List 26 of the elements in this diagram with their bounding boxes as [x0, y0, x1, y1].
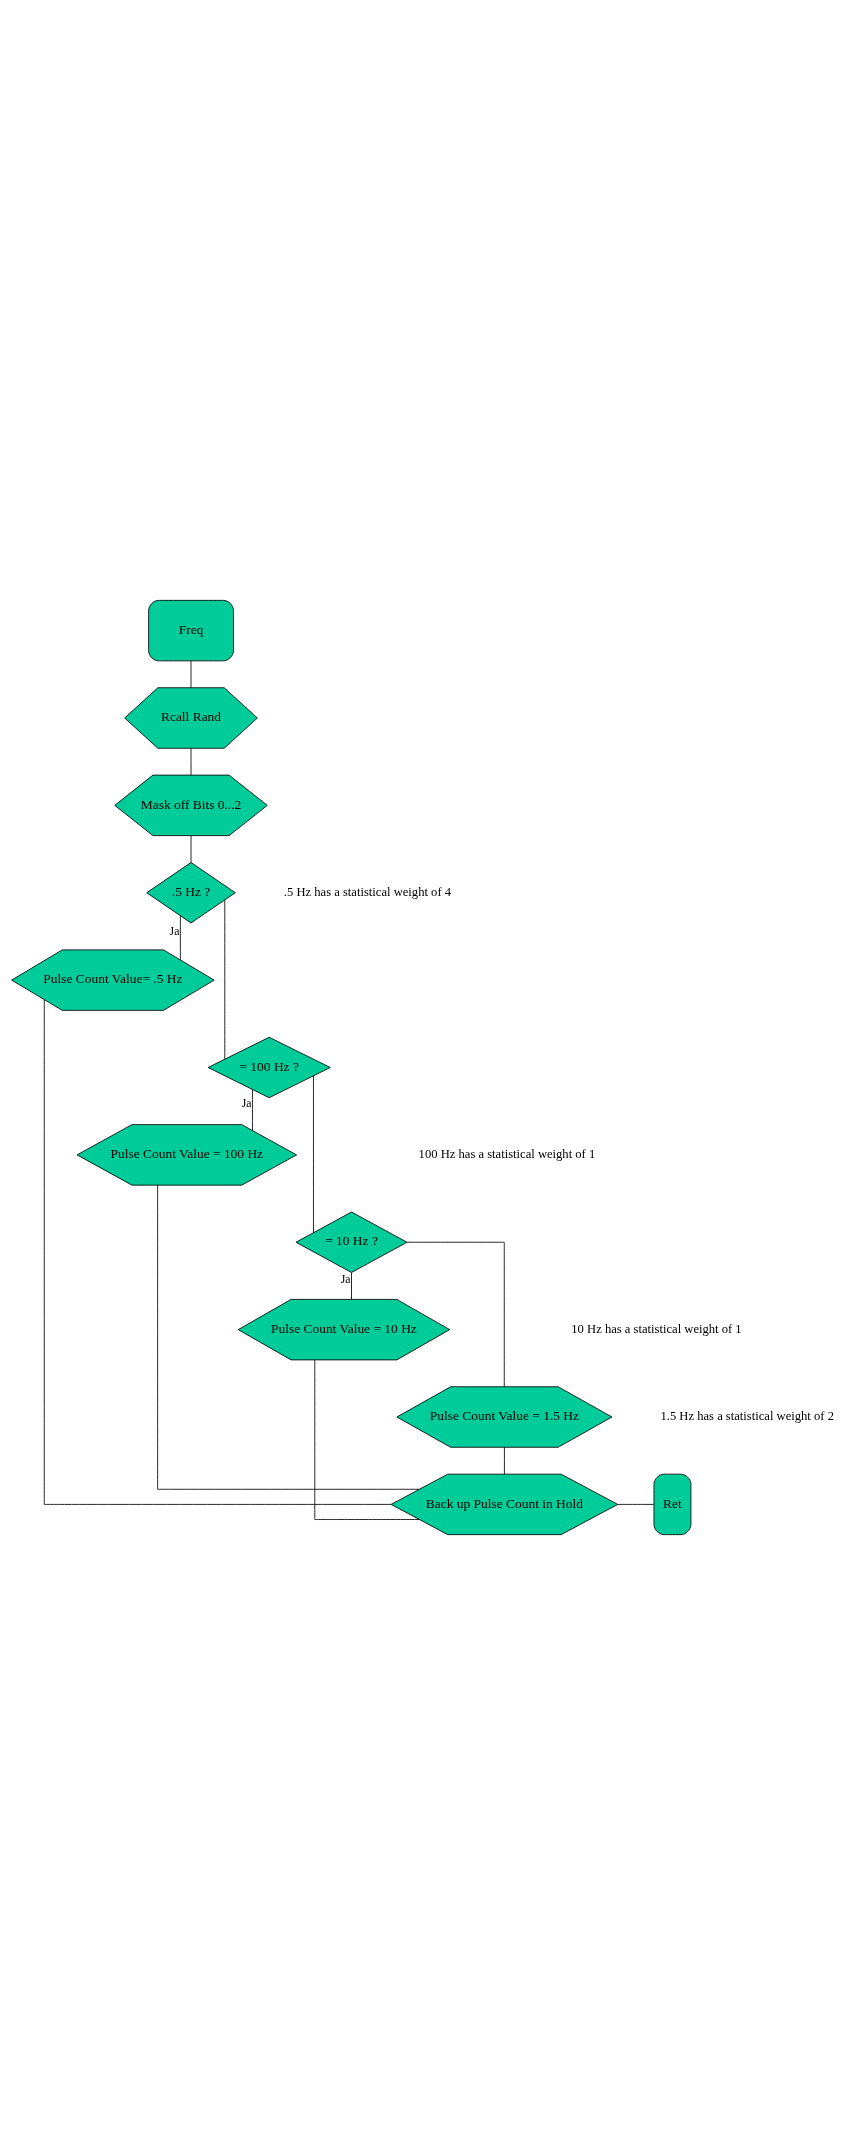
connector	[157, 1184, 420, 1490]
connector	[43, 998, 392, 1505]
connector	[314, 1359, 420, 1520]
connector	[190, 660, 192, 688]
label: .5 Hz has a statistical weight of 4	[283, 884, 452, 899]
edge-label: Ja	[340, 1272, 351, 1286]
node-diamond: = 10 Hz ?	[295, 1211, 408, 1273]
label: 1.5 Hz has a statistical weight of 2	[660, 1408, 834, 1423]
connector	[617, 1503, 655, 1505]
node-diamond: = 100 Hz ?	[207, 1036, 331, 1098]
connector	[224, 899, 226, 1059]
connector	[252, 1088, 253, 1131]
node-box: Freq	[148, 599, 234, 661]
connector	[190, 834, 192, 863]
label: 10 Hz has a statistical weight of 1	[571, 1321, 742, 1336]
connector	[406, 1241, 505, 1387]
connector	[313, 1075, 314, 1233]
edge-label: Ja	[169, 924, 180, 938]
connector	[190, 747, 192, 775]
connector	[504, 1446, 505, 1475]
connector	[351, 1271, 352, 1300]
connector	[179, 915, 181, 960]
label: 100 Hz has a statistical weight of 1	[418, 1146, 596, 1161]
edge-label: Ja	[241, 1096, 252, 1110]
node-diamond: .5 Hz ?	[146, 861, 236, 923]
node-box: Ret	[653, 1473, 692, 1535]
